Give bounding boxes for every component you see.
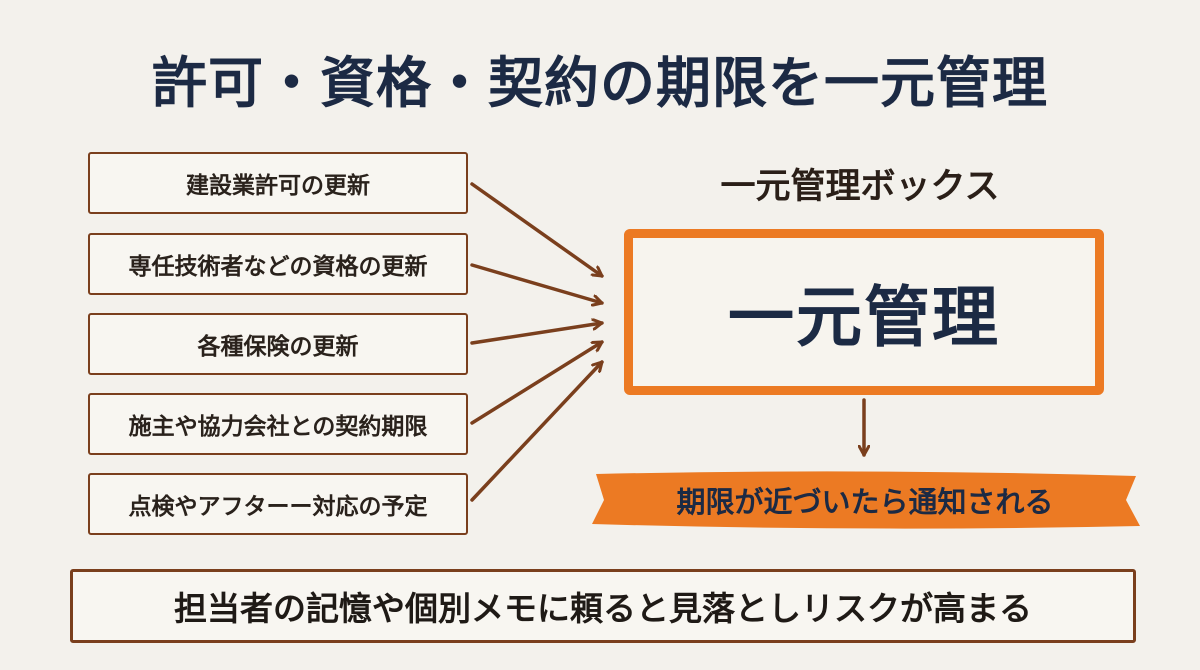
source-label: 専任技術者などの資格の更新	[128, 254, 428, 280]
notification-banner: 期限が近づいたら通知される	[588, 470, 1142, 530]
notification-text: 期限が近づいたら通知される	[676, 485, 1054, 519]
source-label: 施主や協力会社との契約期限	[128, 414, 428, 440]
source-label: 各種保険の更新	[197, 334, 359, 360]
arrow-insurance	[470, 323, 604, 345]
source-box-license: 建設業許可の更新	[88, 152, 468, 214]
source-label: 建設業許可の更新	[186, 173, 370, 199]
hub-text: 一元管理	[728, 279, 1000, 356]
page-title: 許可・資格・契約の期限を一元管理	[151, 51, 1048, 115]
source-box-qualification: 専任技術者などの資格の更新	[88, 233, 468, 295]
risk-note-text: 担当者の記憶や個別メモに頼ると見落としリスクが高まる	[174, 589, 1032, 628]
arrow-contract	[470, 340, 604, 425]
hub-box: 一元管理	[624, 229, 1104, 395]
source-box-insurance: 各種保険の更新	[88, 313, 468, 375]
source-label: 点検やアフターー対応の予定	[128, 494, 428, 520]
arrow-qualification	[470, 263, 604, 303]
hub-box-label: 一元管理ボックス	[720, 167, 1000, 207]
arrow-inspection	[470, 360, 604, 502]
risk-note-box: 担当者の記憶や個別メモに頼ると見落としリスクが高まる	[70, 569, 1136, 643]
arrow-license	[470, 182, 604, 278]
source-box-inspection: 点検やアフターー対応の予定	[88, 473, 468, 535]
source-box-contract: 施主や協力会社との契約期限	[88, 393, 468, 455]
banner-shape	[592, 471, 1140, 529]
